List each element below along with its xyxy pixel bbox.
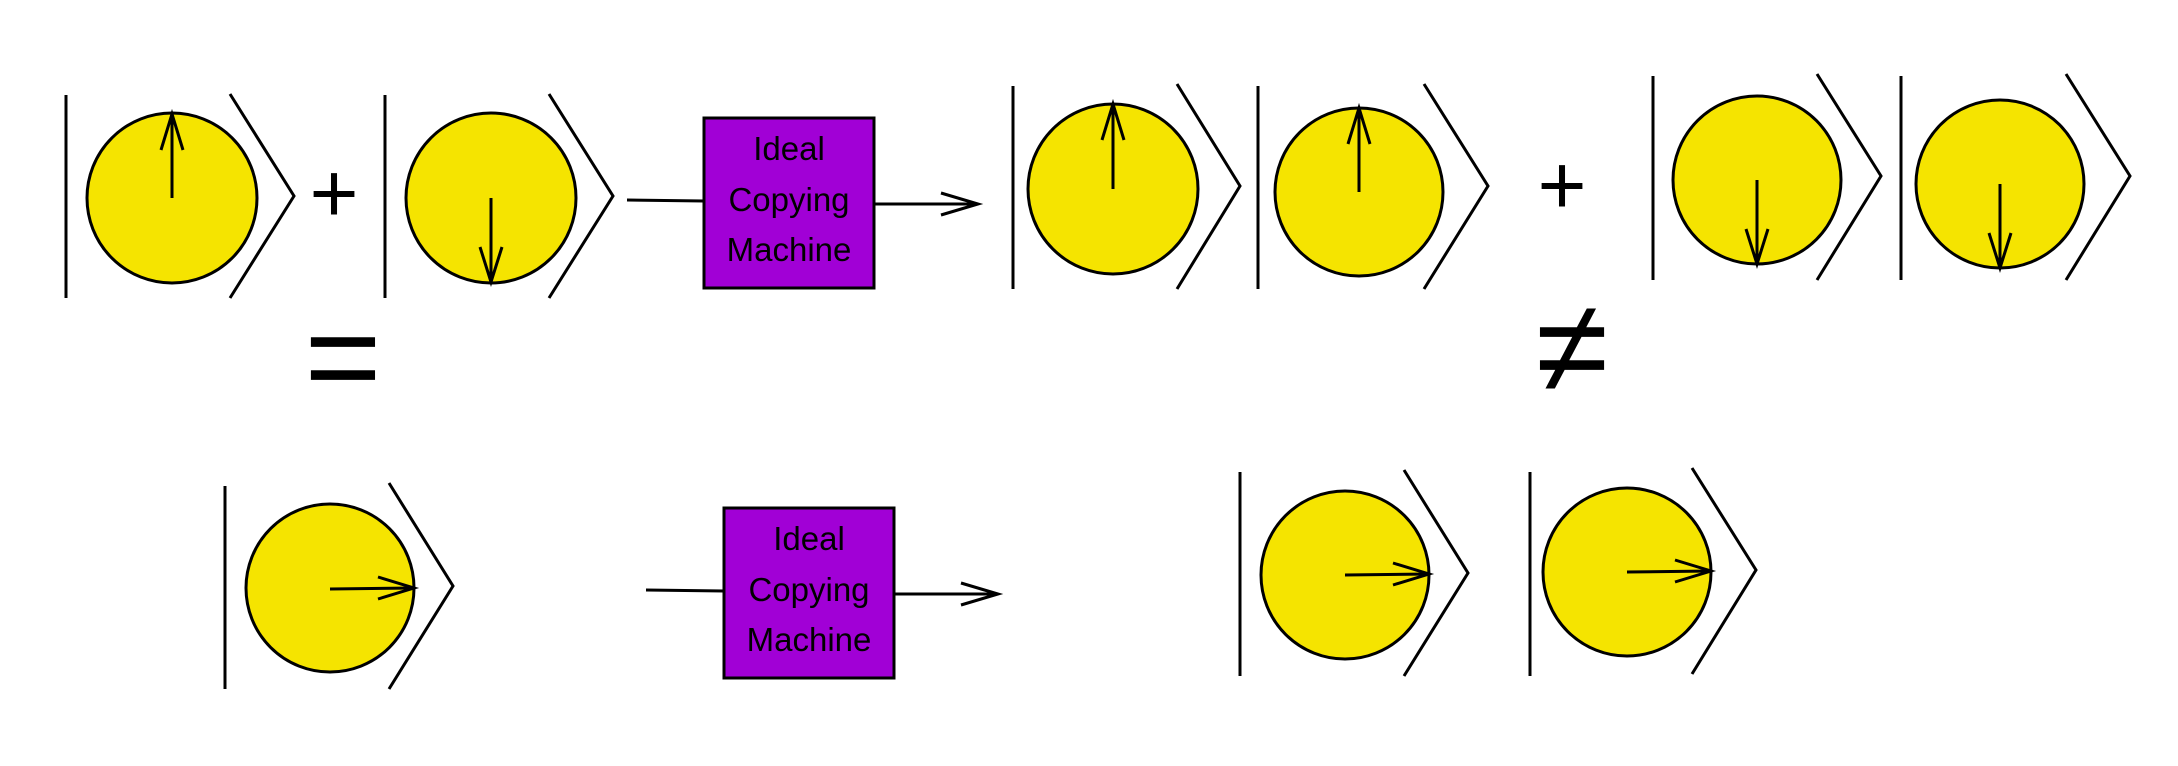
top-output-ket-down-1 xyxy=(1651,73,1883,281)
ket-right-angle xyxy=(1175,83,1242,290)
top-input-ket-down xyxy=(383,93,615,299)
ket-right-angle xyxy=(1422,83,1490,290)
top-input-ket-up xyxy=(64,93,296,299)
arrow-head xyxy=(478,246,504,288)
ket-right-angle xyxy=(228,93,296,299)
ket-right-angle xyxy=(1402,469,1470,677)
machine-box xyxy=(722,506,896,680)
ket-right-angle xyxy=(1690,467,1758,675)
top-output-ket-down-2 xyxy=(1899,73,2132,281)
machine-label-line-3: Machine xyxy=(727,231,852,268)
machine-input-line xyxy=(645,588,725,593)
ket-right-angle xyxy=(1815,73,1883,281)
arrow-head xyxy=(1674,558,1717,584)
plus-operator: + xyxy=(309,146,358,240)
plus-operator: + xyxy=(1537,138,1586,232)
equals-sign: = xyxy=(304,283,381,430)
machine-label-line-2: Copying xyxy=(748,571,869,608)
top-output-ket-up-1 xyxy=(1011,83,1242,290)
not-equal-sign: ≠ xyxy=(1536,273,1608,420)
spin-arrow-right-icon xyxy=(329,586,415,591)
spin-arrow-right-icon xyxy=(1344,572,1430,577)
top-row: + Ideal Copying Machine xyxy=(64,73,2132,299)
arrow-head xyxy=(159,108,185,151)
bottom-row: Ideal Copying Machine xyxy=(223,467,1758,690)
output-arrow-head-icon xyxy=(960,581,1004,607)
arrow-head xyxy=(1100,98,1126,141)
arrow-head xyxy=(1392,561,1435,587)
arrow-head xyxy=(1987,232,2013,274)
bottom-ideal-copying-machine: Ideal Copying Machine xyxy=(722,506,896,680)
top-output-ket-up-2 xyxy=(1256,83,1490,290)
machine-label-line-1: Ideal xyxy=(753,130,825,167)
ket-right-angle xyxy=(2064,73,2132,281)
arrow-head xyxy=(377,575,420,601)
machine-input-line xyxy=(626,198,705,203)
bottom-output-ket-right-1 xyxy=(1238,469,1470,677)
ket-right-angle xyxy=(547,93,615,299)
output-arrow-head-icon xyxy=(940,191,984,217)
machine-label-line-3: Machine xyxy=(747,621,872,658)
arrow-head xyxy=(1744,228,1770,270)
spin-arrow-right-icon xyxy=(1626,569,1712,574)
machine-label-line-1: Ideal xyxy=(773,520,845,557)
bottom-output-ket-right-2 xyxy=(1528,467,1758,676)
ket-right-angle xyxy=(387,482,455,690)
top-ideal-copying-machine: Ideal Copying Machine xyxy=(702,116,876,290)
bottom-input-ket-right xyxy=(223,482,455,690)
machine-label-line-2: Copying xyxy=(728,181,849,218)
relations: = ≠ xyxy=(304,273,1608,430)
arrow-head xyxy=(1346,102,1372,145)
